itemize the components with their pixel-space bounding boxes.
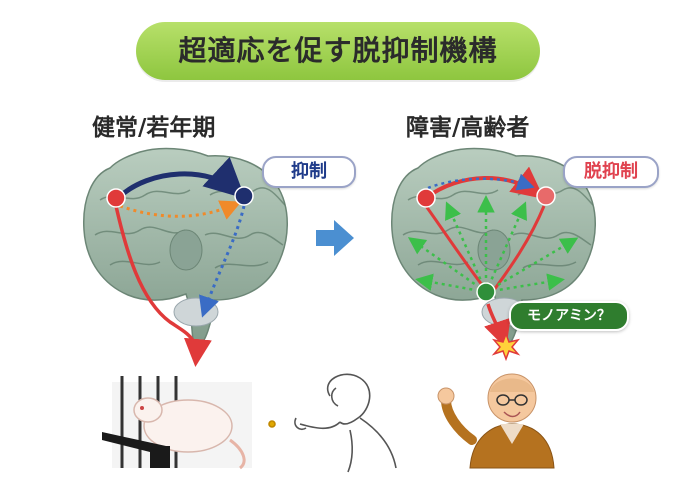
group-label-healthy: 健常/若年期 [92, 115, 216, 141]
group-label-impaired: 障害/高齢者 [406, 115, 530, 141]
disinhibition-tag: 脱抑制 [563, 156, 659, 188]
node-right-red-left [416, 188, 436, 208]
title-pill [136, 22, 540, 80]
pathways-left [106, 156, 254, 367]
node-right-red-right [536, 186, 556, 206]
rat-in-cage-icon [102, 376, 252, 470]
node-left-red [106, 188, 126, 208]
inhibition-tag: 抑制 [262, 156, 356, 188]
monoamine-tag: モノアミン？ [509, 301, 629, 331]
brain-left [83, 147, 288, 352]
node-left-blue [234, 186, 254, 206]
elderly-man-icon [437, 373, 555, 469]
spark-icon [491, 331, 521, 362]
node-monoamine-green [476, 282, 496, 302]
right-arrow-icon [316, 220, 354, 256]
monkey-icon [268, 373, 397, 473]
pathways-right [407, 166, 579, 362]
page-title: 超適応を促す脱抑制機構 [178, 34, 498, 67]
